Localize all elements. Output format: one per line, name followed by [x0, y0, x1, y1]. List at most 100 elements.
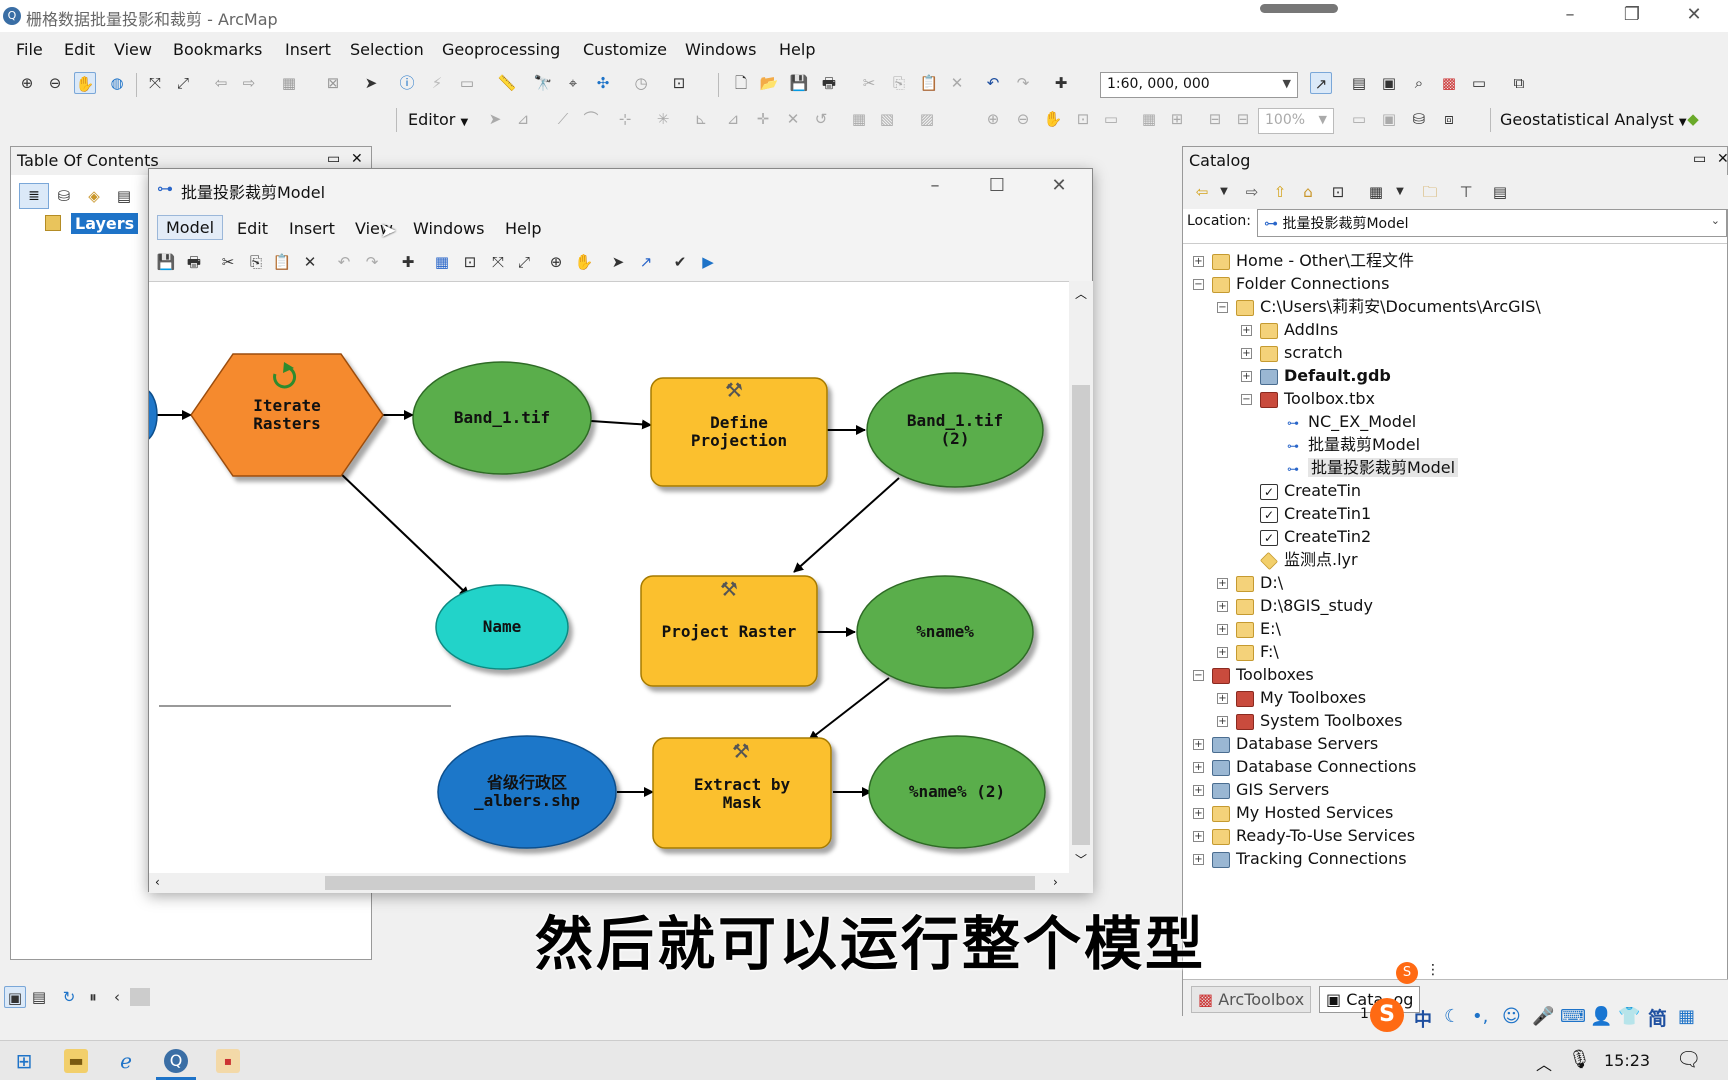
copy-icon[interactable]: ⎘ [892, 74, 905, 92]
model-close-button[interactable]: ✕ [1051, 175, 1067, 196]
construction-icon[interactable]: ⊹ [618, 110, 632, 128]
toggle-draft-icon[interactable]: ▭ [1351, 110, 1367, 128]
select-elements-icon[interactable]: ➤ [364, 74, 378, 92]
layout-pan-icon[interactable]: ✋ [1043, 110, 1063, 128]
split-icon[interactable]: ⊿ [726, 110, 740, 128]
expand-icon[interactable]: + [1217, 716, 1228, 727]
layout-icon[interactable]: ▧ [879, 110, 895, 128]
layout-zoom-combo[interactable]: 100% ▼ [1258, 108, 1334, 134]
redo-icon[interactable]: ↷ [365, 253, 379, 271]
browser-icon[interactable]: ℯ [120, 1049, 132, 1073]
catalog-tree-item[interactable]: +My Toolboxes [1217, 687, 1366, 709]
expand-icon[interactable]: + [1193, 831, 1204, 842]
auto-hide-icon[interactable]: ▭ [1693, 151, 1707, 167]
forward-extent-icon[interactable]: ⇨ [242, 74, 256, 92]
collapse-icon[interactable]: − [1193, 279, 1204, 290]
toggle-tree-icon[interactable]: ⊤ [1459, 183, 1473, 201]
goto-xy-icon[interactable]: ✣ [596, 74, 610, 92]
catalog-tree-item[interactable]: −Toolboxes [1193, 664, 1314, 686]
sogou-mini-icon[interactable]: S [1396, 962, 1418, 984]
scroll-down-icon[interactable]: ﹀ [1075, 853, 1088, 867]
full-extent-icon[interactable]: ⊡ [463, 253, 477, 271]
python-window-icon[interactable]: ▭ [1471, 74, 1487, 92]
catalog-tree-item[interactable]: ⊶批量裁剪Model [1265, 434, 1420, 456]
save-icon[interactable]: 💾 [156, 253, 176, 271]
layout-zoom-out-icon[interactable]: ⊖ [1016, 110, 1030, 128]
expand-icon[interactable]: + [1217, 693, 1228, 704]
layout-full-icon[interactable]: ⊡ [1076, 110, 1090, 128]
expand-icon[interactable]: + [1217, 624, 1228, 635]
notifications-icon[interactable]: 🗨 [1676, 1047, 1702, 1071]
identify-icon[interactable]: ⓘ [399, 74, 415, 92]
time-slider-icon[interactable]: ◷ [634, 74, 648, 92]
close-button[interactable]: ✕ [1686, 4, 1702, 25]
expand-icon[interactable]: + [1193, 854, 1204, 865]
change-layout-icon[interactable]: ⛁ [1412, 110, 1426, 128]
expand-icon[interactable]: + [1193, 256, 1204, 267]
expand-icon[interactable]: + [1193, 808, 1204, 819]
list-by-drawing-order-icon[interactable]: ≣ [19, 183, 49, 209]
edit-tool-icon[interactable]: ➤ [488, 110, 502, 128]
status-scroll-thumb[interactable] [130, 988, 150, 1006]
scroll-right-icon[interactable]: › [1053, 875, 1058, 889]
chevron-down-icon[interactable]: ▼ [1220, 186, 1228, 197]
create-viewer-icon[interactable]: ⊡ [672, 74, 686, 92]
connect-folder-icon[interactable]: ⊡ [1331, 183, 1345, 201]
voice-icon[interactable]: 🎤 [1532, 1006, 1555, 1027]
add-data-icon[interactable]: ✚ [1054, 74, 1068, 92]
horizontal-scrollbar[interactable]: ‹ › [149, 873, 1093, 893]
model-maximize-button[interactable]: ☐ [988, 175, 1006, 196]
ime-more-icon[interactable]: ⋮ [1426, 962, 1440, 978]
catalog-tree-item[interactable]: +D:\8GIS_study [1217, 595, 1373, 617]
forward-icon[interactable]: ⇨ [1245, 183, 1259, 201]
refresh-icon[interactable]: ↻ [62, 988, 76, 1006]
find-icon[interactable]: 🔭 [533, 74, 553, 92]
windows-start-icon[interactable]: ⊞ [15, 1049, 33, 1073]
zoom-in-icon[interactable]: ⊕ [20, 74, 34, 92]
home-icon[interactable]: ⌂ [1303, 183, 1313, 201]
sketch-props-icon[interactable]: ↺ [814, 110, 828, 128]
expand-icon[interactable]: + [1217, 647, 1228, 658]
find-route-icon[interactable]: ⌖ [568, 74, 578, 92]
pan-icon[interactable]: ✋ [574, 253, 594, 271]
catalog-tree-item[interactable]: +Ready-To-Use Services [1193, 825, 1415, 847]
layout-fixed-icon[interactable]: ⊞ [1170, 110, 1184, 128]
show-hidden-icons-icon[interactable]: ︿ [1536, 1055, 1553, 1074]
fixed-zoom-out-icon[interactable]: ⤢ [176, 74, 189, 92]
moon-icon[interactable]: ☾ [1444, 1006, 1461, 1027]
redo-icon[interactable]: ↷ [1016, 74, 1030, 92]
list-by-visibility-icon[interactable]: ◈ [88, 187, 100, 205]
minimize-button[interactable]: – [1565, 4, 1575, 25]
paste-icon[interactable]: 📋 [272, 253, 292, 271]
geostat-wizard-icon[interactable]: ◆ [1687, 110, 1699, 128]
collapse-icon[interactable]: − [1217, 302, 1228, 313]
vertical-scroll-thumb[interactable] [1072, 385, 1090, 845]
menu-help[interactable]: Help [779, 40, 816, 59]
measure-icon[interactable]: 📏 [497, 74, 517, 92]
model-menu-insert[interactable]: Insert [289, 219, 335, 238]
back-extent-icon[interactable]: ⇦ [214, 74, 228, 92]
simplified-toggle[interactable]: 简 [1648, 1008, 1668, 1030]
auto-hide-icon[interactable]: ▭ [327, 151, 341, 167]
list-by-source-icon[interactable]: ⛁ [57, 187, 71, 205]
geostatistical-analyst-menu[interactable]: Geostatistical Analyst ▼ [1500, 110, 1687, 129]
undo-icon[interactable]: ↶ [337, 253, 351, 271]
fixed-zoom-out-icon[interactable]: ⤢ [517, 253, 530, 271]
delete-icon[interactable]: ✕ [950, 74, 964, 92]
zoom-in-icon[interactable]: ⊕ [549, 253, 563, 271]
layout-view-icon[interactable]: ▤ [31, 988, 47, 1006]
full-extent-icon[interactable]: ◍ [110, 74, 124, 92]
menu-windows[interactable]: Windows [685, 40, 757, 59]
auto-layout-icon[interactable]: ▦ [434, 253, 450, 271]
new-folder-icon[interactable]: 🗀 [1422, 183, 1438, 201]
back-icon[interactable]: ⇦ [1195, 183, 1209, 201]
search-window-icon[interactable]: ⌕ [1414, 74, 1424, 92]
copy-icon[interactable]: ⎘ [249, 253, 262, 271]
reshape-icon[interactable]: ⊾ [694, 110, 708, 128]
horizontal-scroll-thumb[interactable] [325, 876, 1035, 890]
pause-drawing-icon[interactable]: ⏸ [89, 988, 97, 1006]
catalog-tree-item[interactable]: −Folder Connections [1193, 273, 1389, 295]
menu-bookmarks[interactable]: Bookmarks [173, 40, 263, 59]
editor-toolbar-icon[interactable]: ↗ [1310, 72, 1332, 94]
arctoolbox-window-icon[interactable]: ▩ [1441, 74, 1457, 92]
